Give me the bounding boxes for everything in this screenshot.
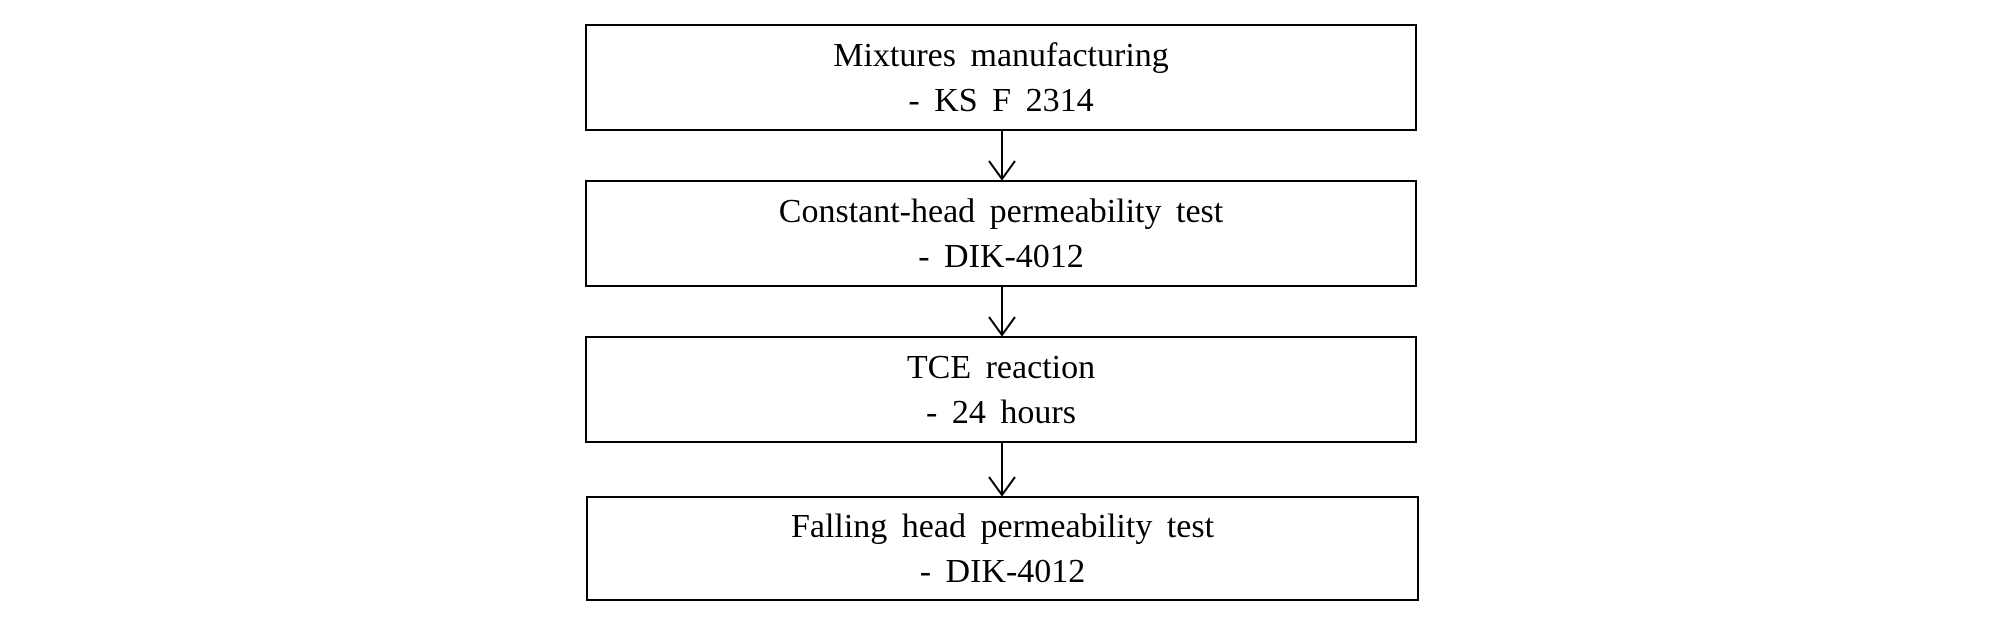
step-box-tce-reaction: TCE reaction - 24 hours (585, 336, 1417, 443)
step-title: Falling head permeability test (790, 507, 1215, 545)
step-detail: - DIK-4012 (918, 237, 1084, 275)
arrow-3-to-4 (988, 443, 1016, 497)
step-title: Mixtures manufacturing (833, 36, 1169, 74)
arrow-2-to-3 (988, 287, 1016, 337)
arrow-1-to-2 (988, 131, 1016, 181)
step-box-constant-head-test: Constant-head permeability test - DIK-40… (585, 180, 1417, 287)
step-detail: - 24 hours (926, 393, 1076, 431)
step-box-falling-head-test: Falling head permeability test - DIK-401… (586, 496, 1419, 601)
step-detail: - KS F 2314 (908, 81, 1094, 119)
step-title: Constant-head permeability test (778, 192, 1224, 230)
step-box-mixtures-manufacturing: Mixtures manufacturing - KS F 2314 (585, 24, 1417, 131)
step-title: TCE reaction (906, 348, 1096, 386)
step-detail: - DIK-4012 (919, 552, 1086, 590)
